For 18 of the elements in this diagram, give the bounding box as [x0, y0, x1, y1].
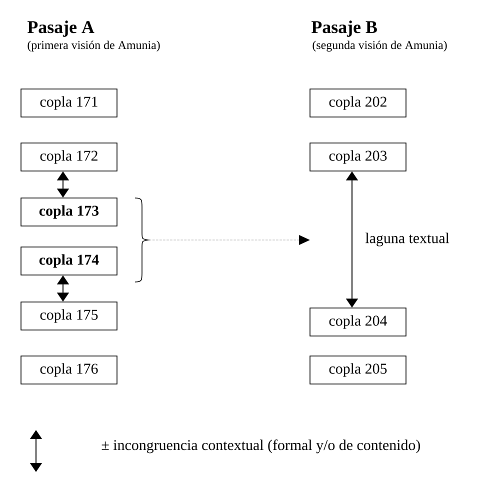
column-heading: Pasaje A — [28, 20, 94, 37]
column-heading: Pasaje B — [312, 20, 377, 37]
column-subtitle: (segunda visión de Amunia) — [312, 40, 447, 52]
curly-brace — [134, 198, 148, 282]
verse-box: copla 202 — [310, 88, 406, 118]
verse-box: copla 203 — [310, 142, 406, 172]
verse-box: copla 176 — [20, 356, 118, 384]
verse-box: copla 172 — [20, 142, 118, 172]
legend-text: ± incongruencia contextual (formal y/o de contenido) — [102, 439, 420, 454]
verse-box: copla 173 — [20, 198, 118, 226]
dotted-arrow — [148, 235, 310, 245]
verse-box: copla 174 — [20, 246, 118, 276]
verse-box: copla 175 — [20, 302, 118, 330]
edge-label: laguna textual — [364, 232, 450, 248]
verse-box: copla 171 — [20, 88, 118, 118]
column-subtitle: (primera visión de Amunia) — [28, 40, 160, 52]
verse-box: copla 205 — [310, 356, 406, 384]
verse-box: copla 204 — [310, 308, 406, 336]
